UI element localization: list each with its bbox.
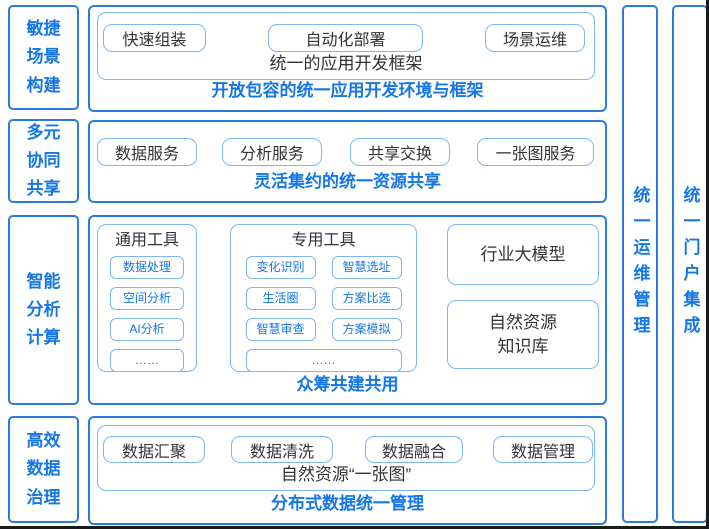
general-tools-list: 数据处理 空间分析 AI分析 ……	[98, 255, 196, 372]
frame-label: 自然资源“一张图”	[280, 465, 412, 485]
tool-chip: 方案比选	[331, 286, 402, 310]
row-resource-sharing: 数据服务 分析服务 共享交换 一张图服务 灵活集约的统一资源共享	[88, 120, 607, 203]
row-caption: 分布式数据统一管理	[271, 494, 424, 514]
row-app-development: 快速组装 自动化部署 场景运维 统一的应用开发框架 开放包容的统一应用开发环境与…	[88, 5, 607, 112]
row-data-governance: 数据汇聚 数据清洗 数据融合 数据管理 自然资源“一张图” 分布式数据统一管理	[88, 416, 607, 525]
item-box: 数据服务	[97, 138, 197, 166]
section-label-text: 多元协同共享	[26, 122, 61, 199]
tool-chip: 智慧选址	[331, 255, 402, 279]
one-map-frame: 数据汇聚 数据清洗 数据融合 数据管理 自然资源“一张图”	[97, 425, 595, 491]
row-caption: 众筹共建共用	[296, 375, 399, 395]
item-box: 场景运维	[485, 24, 585, 52]
more-chip: ……	[110, 348, 184, 372]
frame-label: 统一的应用开发框架	[269, 54, 423, 74]
tool-chip: 方案模拟	[331, 317, 402, 341]
tool-chip: 数据处理	[110, 255, 184, 279]
section-label-agile-scene: 敏捷场景构建	[8, 5, 79, 110]
item-box: 数据融合	[365, 436, 463, 463]
special-tools-box: 专用工具 变化识别 智慧选址 生活圈 方案比选 智慧审查 方案模拟 ……	[230, 224, 417, 372]
section-label-intelligent-analysis: 智能分析计算	[8, 215, 79, 405]
item-box: 分析服务	[222, 138, 322, 166]
item-box: 数据汇聚	[103, 436, 205, 463]
special-tools-title: 专用工具	[291, 232, 356, 249]
tool-chip: 智慧审查	[245, 317, 316, 341]
section-label-text: 智能分析计算	[26, 271, 61, 348]
app-framework-frame: 快速组装 自动化部署 场景运维 统一的应用开发框架	[97, 12, 595, 80]
bar-unified-portal-integration: 统一门户集成	[672, 5, 708, 523]
bottom-edge-line	[0, 526, 709, 529]
item-box: 共享交换	[350, 138, 450, 166]
bar-label: 统一运维管理	[630, 186, 650, 342]
more-chip: ……	[245, 348, 402, 372]
item-box: 快速组装	[103, 24, 206, 52]
section-label-collaborative-sharing: 多元协同共享	[8, 119, 79, 203]
special-tools-grid: 变化识别 智慧选址 生活圈 方案比选 智慧审查 方案模拟 ……	[231, 255, 416, 372]
section-label-text: 高效数据治理	[26, 431, 61, 507]
item-box: 数据清洗	[231, 436, 333, 463]
bar-label: 统一门户集成	[680, 186, 700, 342]
row-caption: 开放包容的统一应用开发环境与框架	[211, 81, 484, 101]
industry-model-box: 行业大模型	[447, 224, 599, 285]
bar-unified-ops-management: 统一运维管理	[622, 5, 658, 523]
row-caption: 灵活集约的统一资源共享	[254, 172, 441, 192]
industry-model-label: 行业大模型	[480, 244, 566, 264]
item-box: 一张图服务	[477, 138, 594, 166]
section-label-data-governance: 高效数据治理	[8, 416, 79, 523]
item-box: 数据管理	[493, 436, 593, 463]
tool-chip: 变化识别	[245, 255, 316, 279]
tool-chip: 空间分析	[110, 286, 184, 310]
tool-chip: 生活圈	[245, 286, 316, 310]
item-box: 自动化部署	[268, 24, 423, 52]
tool-chip: AI分析	[110, 317, 184, 341]
right-edge-line	[706, 0, 709, 529]
section-label-text: 敏捷场景构建	[26, 19, 61, 95]
general-tools-box: 通用工具 数据处理 空间分析 AI分析 ……	[97, 224, 197, 372]
row-intelligent-analysis: 通用工具 数据处理 空间分析 AI分析 …… 专用工具 变化识别 智慧选址 生活…	[88, 215, 607, 405]
general-tools-title: 通用工具	[114, 232, 179, 249]
knowledge-base-box: 自然资源知识库	[447, 300, 599, 369]
knowledge-base-label: 自然资源知识库	[489, 312, 557, 356]
